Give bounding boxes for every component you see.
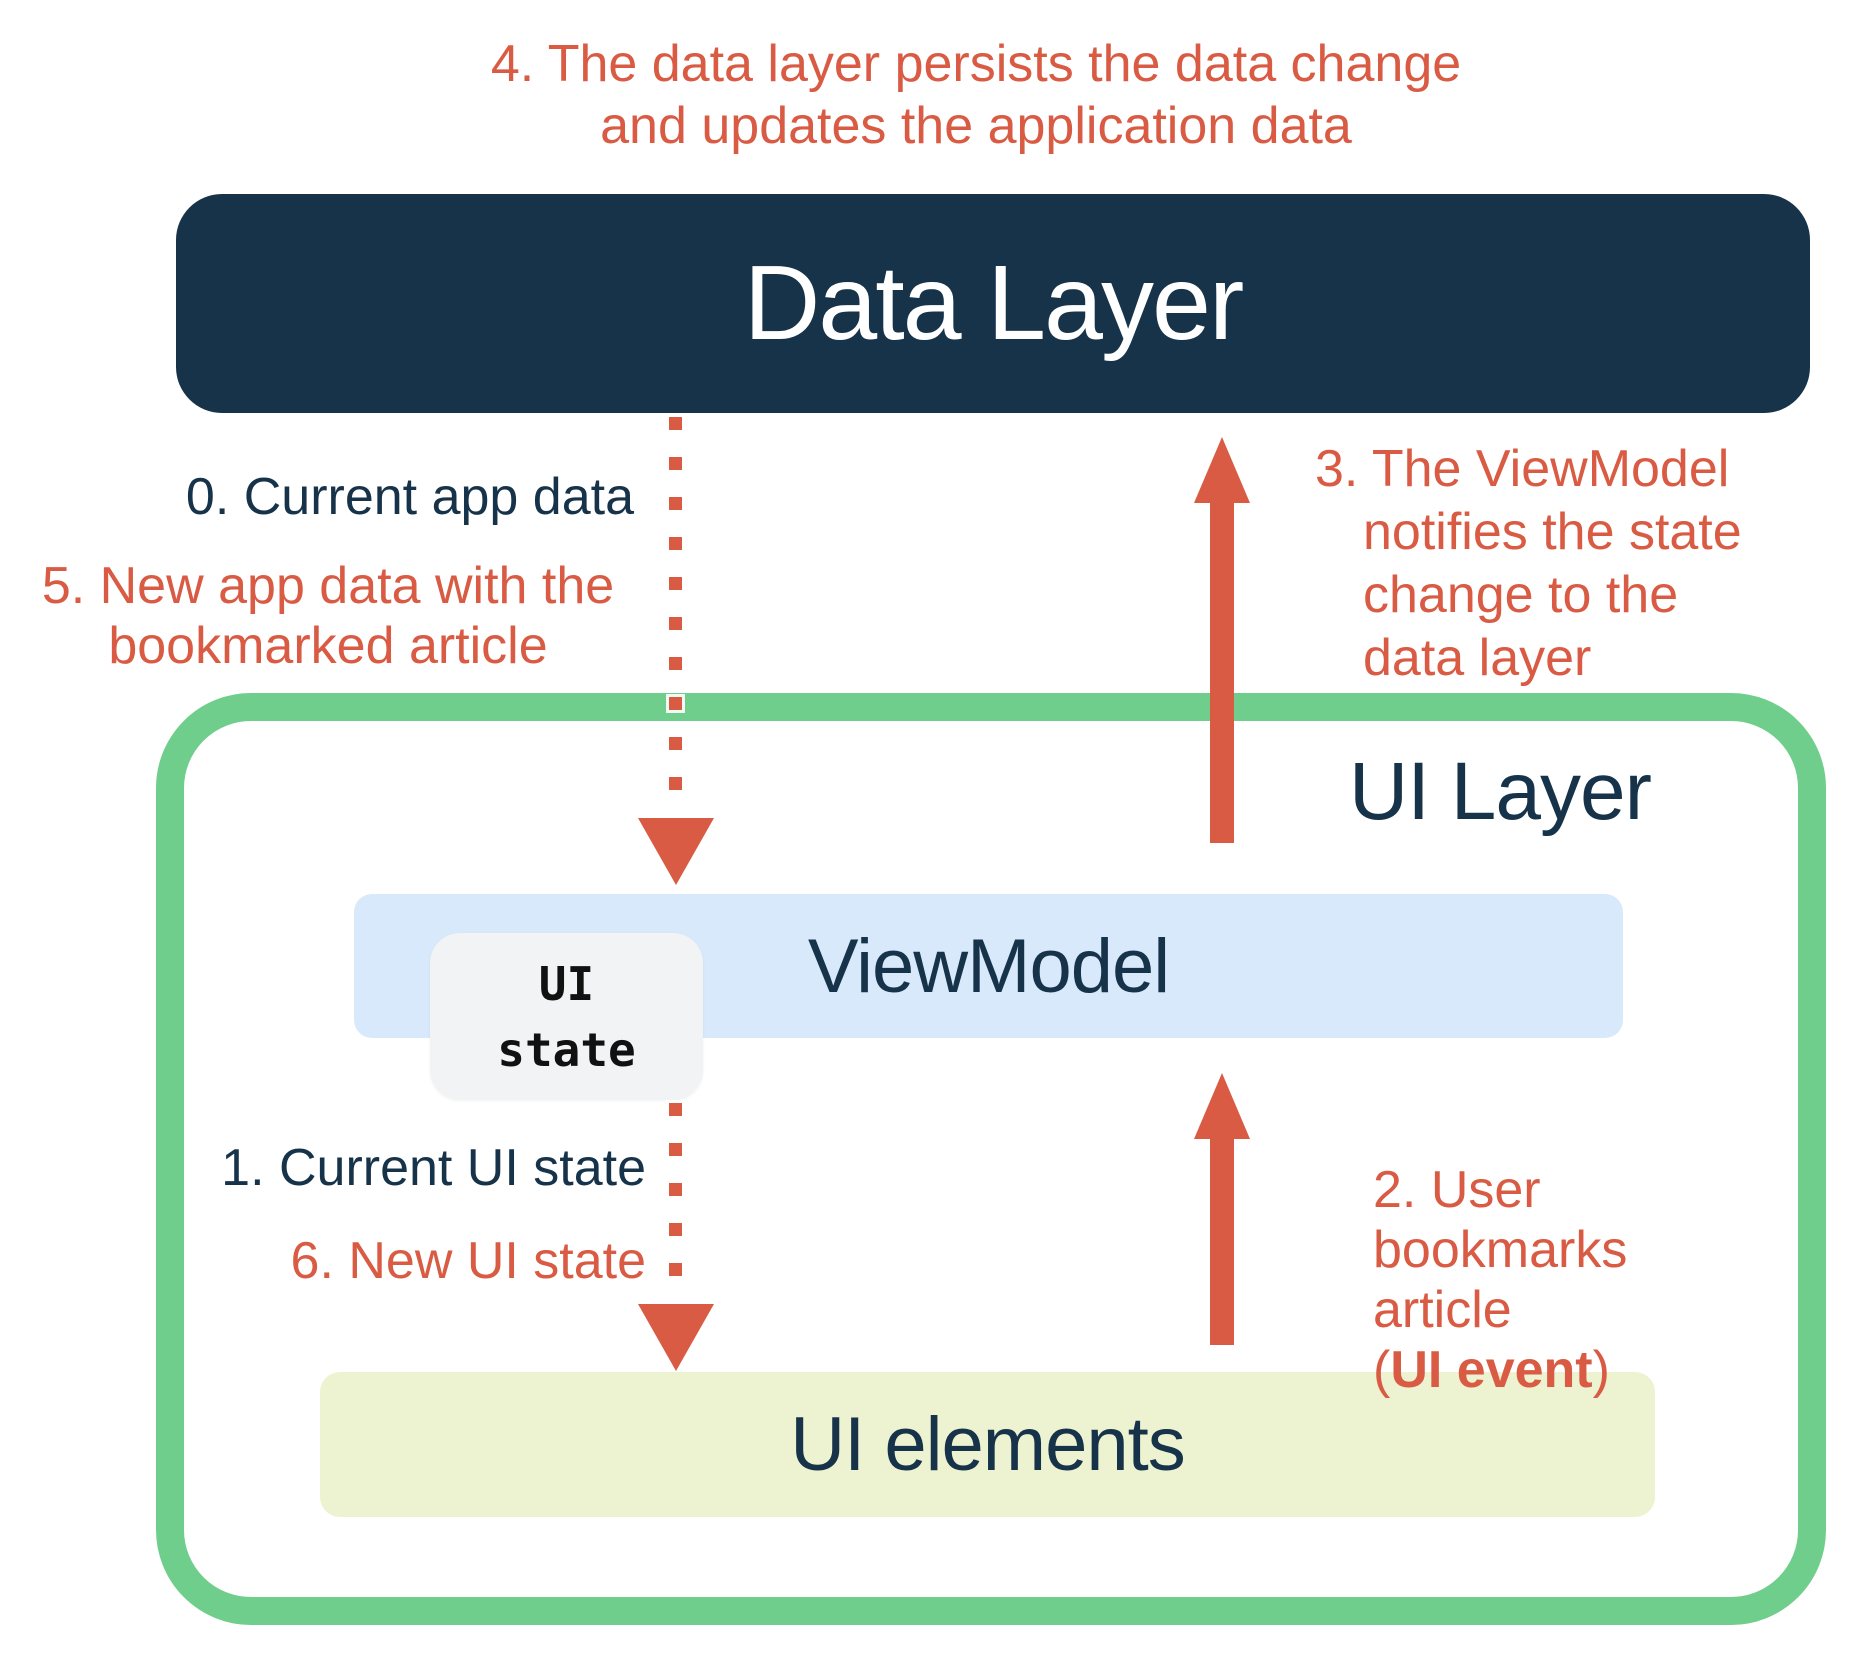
ui-elements-box: UI elements — [320, 1372, 1655, 1517]
dash-dot — [669, 657, 682, 670]
dash-dot — [669, 777, 682, 790]
dash-dot — [669, 1223, 682, 1236]
ui-state-chip-label: UI state — [497, 956, 636, 1077]
arrowhead-up-icon — [1194, 1073, 1250, 1139]
annotation-step2-ui-event: (UI event) — [1373, 1341, 1610, 1399]
annotation-step2-lines: 2. User bookmarks article — [1373, 1161, 1628, 1339]
annotation-step3-viewmodel-notifies: 3. The ViewModel notifies the state chan… — [1315, 440, 1742, 687]
data-layer-title: Data Layer — [743, 244, 1245, 362]
data-layer-box: Data Layer — [176, 194, 1810, 413]
annotation-step5-new-app-data: 5. New app data with the bookmarked arti… — [41, 557, 615, 675]
dash-dot — [669, 1143, 682, 1156]
dash-dot — [669, 537, 682, 550]
arrowhead-up-icon — [1194, 437, 1250, 503]
dash-dot — [669, 457, 682, 470]
dash-dot — [669, 737, 682, 750]
annotation-step4-persist-data: 4. The data layer persists the data chan… — [490, 35, 1462, 155]
ui-state-chip: UI state — [430, 933, 703, 1100]
annotation-step2-user-bookmarks: 2. User bookmarks article (UI event) — [1323, 1100, 1627, 1400]
dash-dot — [669, 1263, 682, 1276]
ui-layer-title: UI Layer — [1349, 746, 1652, 837]
arrow-shaft — [1210, 498, 1234, 843]
ui-elements-title: UI elements — [790, 1402, 1185, 1487]
viewmodel-title: ViewModel — [807, 923, 1170, 1009]
arrowhead-down-icon — [638, 818, 714, 885]
arrow-shaft — [1210, 1134, 1234, 1345]
ui-layer-frame — [156, 693, 1826, 1625]
dash-dot — [669, 617, 682, 630]
annotation-step0-current-app-data: 0. Current app data — [185, 468, 634, 526]
dash-dot — [669, 417, 682, 430]
dash-dot — [669, 577, 682, 590]
dash-dot — [669, 697, 682, 710]
dash-dot — [669, 1183, 682, 1196]
annotation-step6-new-ui-state: 6. New UI state — [290, 1232, 646, 1290]
dash-dot — [669, 497, 682, 510]
dash-dot — [669, 1103, 682, 1116]
arrowhead-down-icon — [638, 1304, 714, 1371]
annotation-step1-current-ui-state: 1. Current UI state — [221, 1139, 646, 1197]
